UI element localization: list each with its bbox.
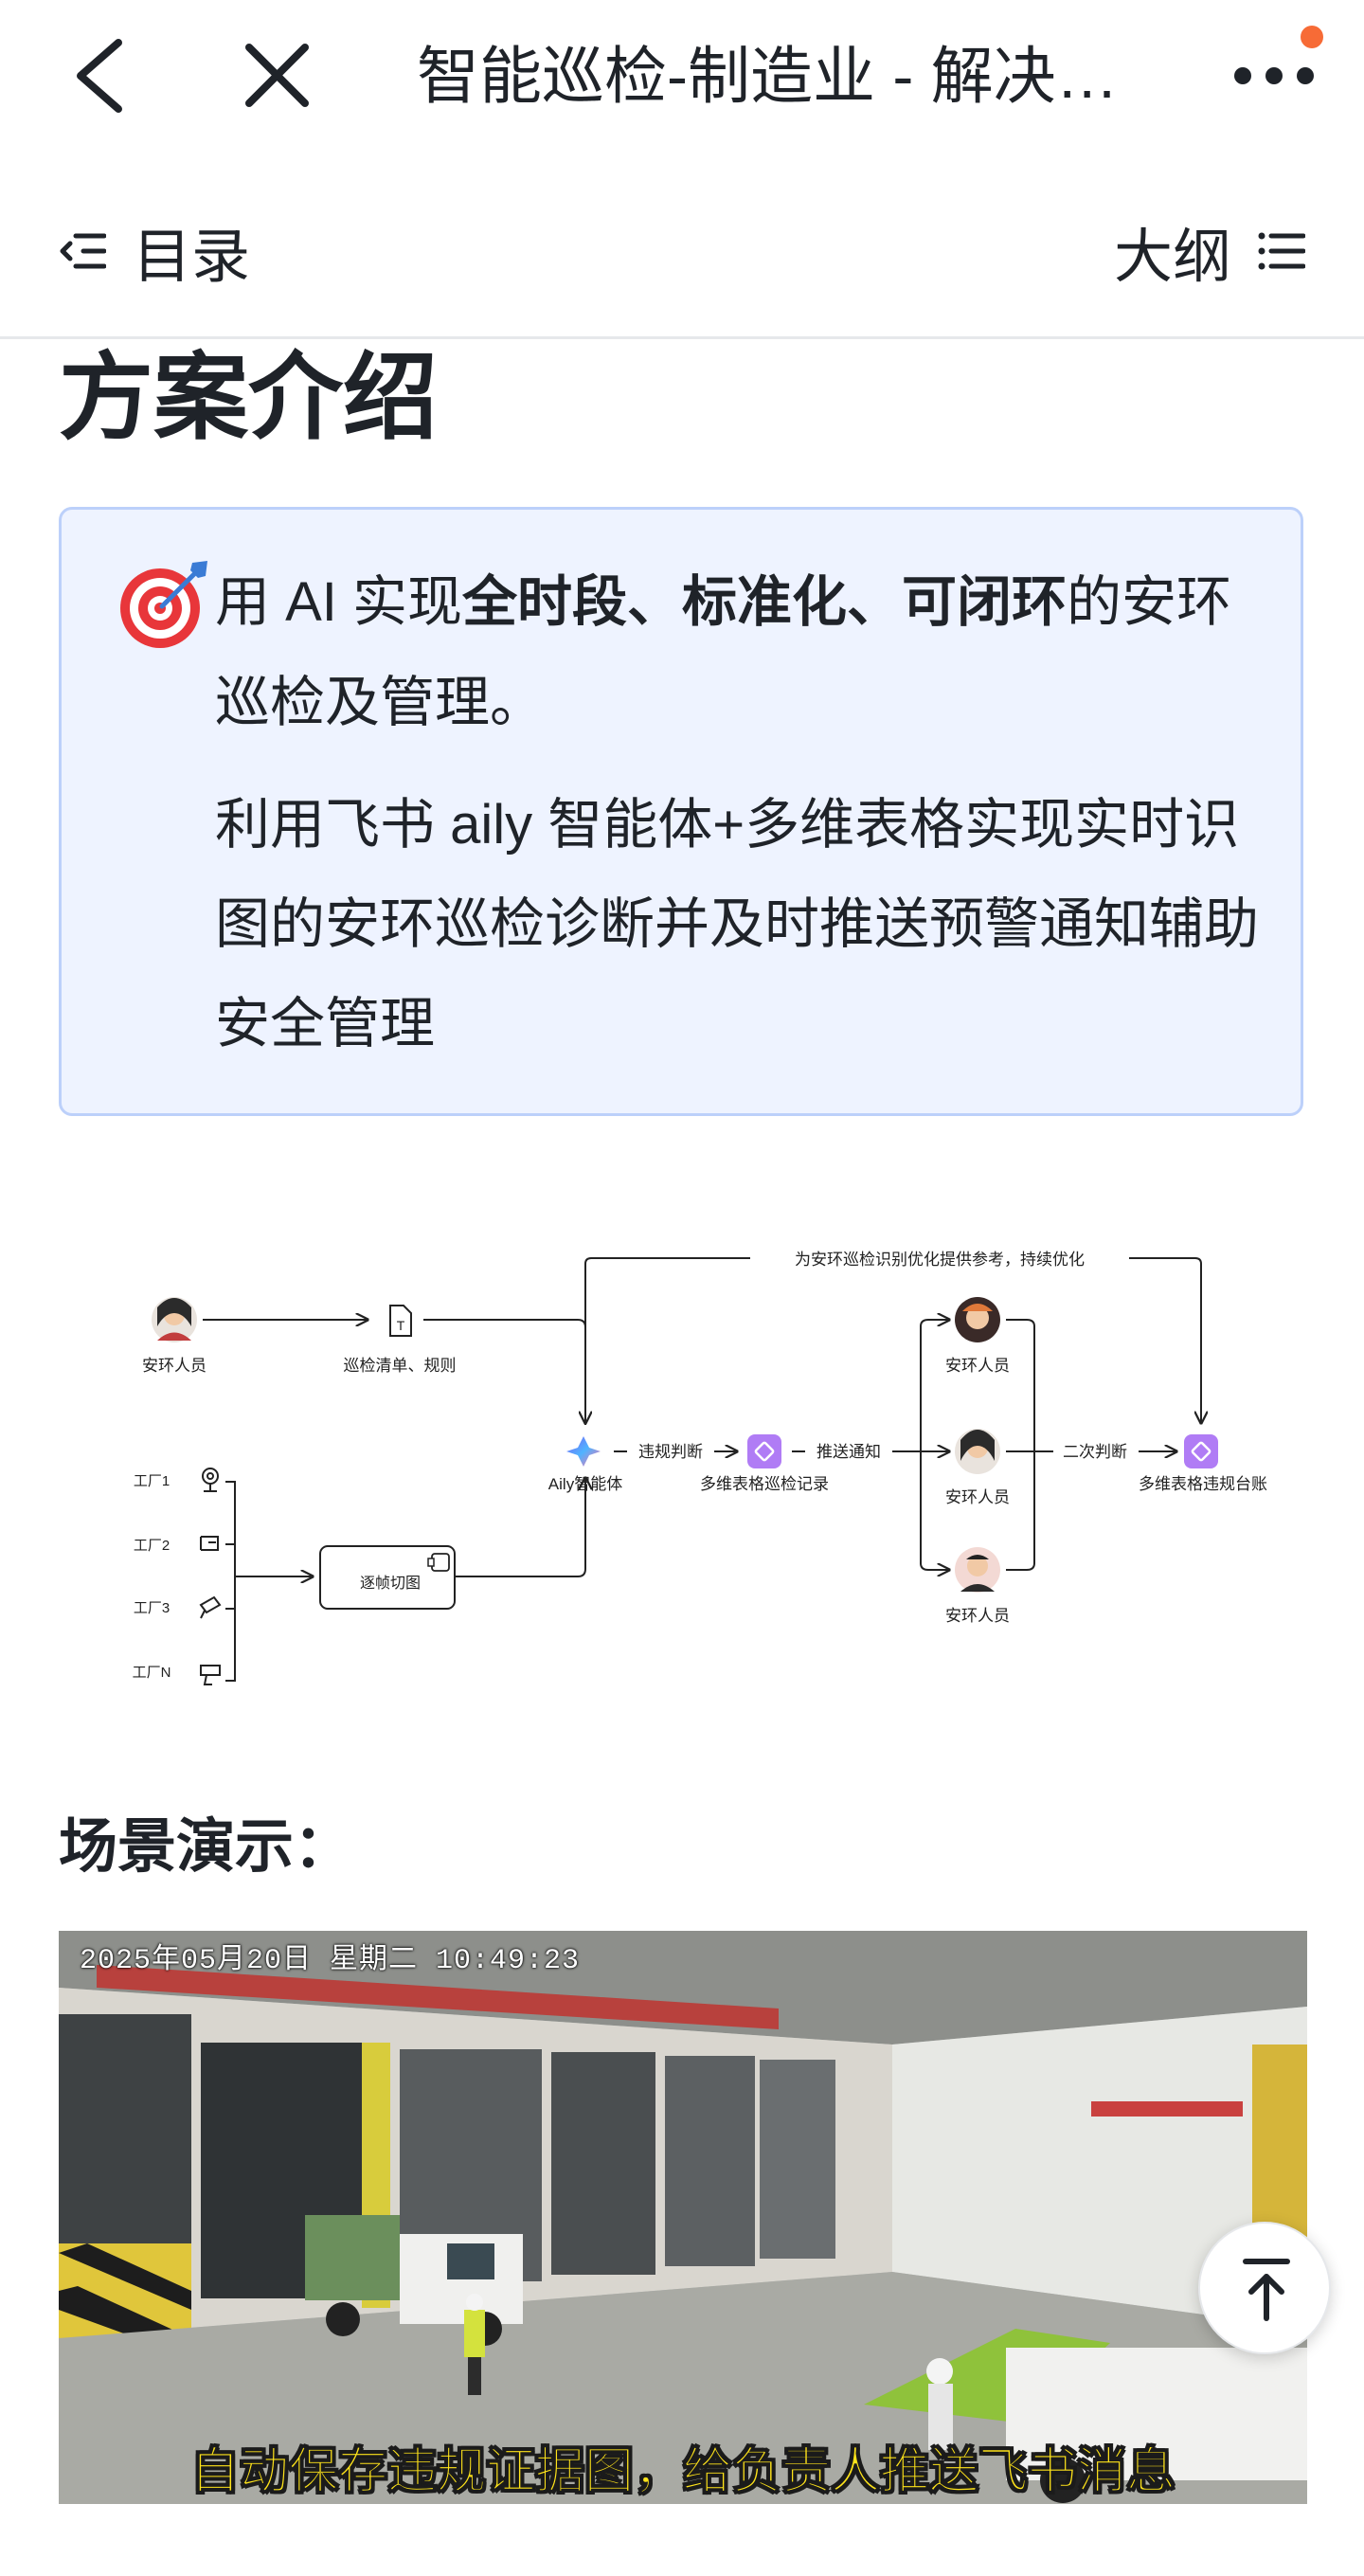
toc-label: 目录 [133,225,251,290]
doc-toolbar: 目录 大纲 [0,161,1364,339]
bitable-record-label: 多维表格巡检记录 [700,1475,829,1493]
toc-button[interactable]: 目录 [59,213,250,290]
ledger-label: 多维表格违规台账 [1139,1475,1267,1493]
outline-button[interactable]: 大纲 [1114,213,1305,290]
callout-headline: 用 AI 实现全时段、标准化、可闭环的安环巡检及管理。 [215,552,1285,753]
push-notify-label: 推送通知 [817,1443,881,1461]
demo-video[interactable]: 2025年05月20日 星期二 10:49:23 自动保存违规证据图，给负责人推… [59,1931,1307,2504]
video-subtitle: 自动保存违规证据图，给负责人推送飞书消息 [189,2444,1176,2500]
close-icon[interactable] [242,40,313,111]
svg-text:T: T [397,1318,405,1333]
violation-judge-label: 违规判断 [638,1443,703,1461]
callout-line1-bold: 全时段、标准化、可闭环 [462,571,1068,633]
video-timestamp: 2025年05月20日 星期二 10:49:23 [80,1945,581,1977]
aily-agent-icon [566,1436,601,1467]
outline-label: 大纲 [1113,225,1231,290]
top-nav-bar: 智能巡检-制造业 - 解决方案 [0,0,1364,156]
flow-diagram: 为安环巡检识别优化提供参考，持续优化 安环人员 T 巡检清单、规则 Aily智能… [133,1247,1267,1685]
feedback-line [584,1257,1201,1425]
ledger-icon [1184,1434,1218,1468]
frame-cut-label: 逐帧切图 [360,1575,421,1592]
arrow-up-to-top-icon [1243,2259,1290,2321]
responder3-label: 安环人员 [945,1607,1010,1625]
callout-line1-pre: 用 AI 实现 [215,571,463,633]
callout-block: 用 AI 实现全时段、标准化、可闭环的安环巡检及管理。 利用飞书 aily 智能… [59,507,1303,1116]
person-avatar [152,1297,197,1342]
document-icon: T [389,1305,412,1337]
indent-list-icon [60,233,106,269]
responder1-label: 安环人员 [945,1357,1010,1375]
responder2-label: 安环人员 [945,1488,1010,1506]
camera-icon [199,1468,222,1685]
responder-avatar-1 [955,1297,1000,1342]
callout-description: 利用飞书 aily 智能体+多维表格实现实时识图的安环巡检诊断并及时推送预警通知… [215,794,1260,1054]
page-title: 智能巡检-制造业 - 解决方案 [417,41,1175,111]
responder-avatar-3 [955,1547,1000,1593]
chevron-left-icon[interactable] [66,38,133,114]
demo-heading: 场景演示： [59,1814,353,1880]
back-to-top-button[interactable] [1198,2222,1331,2354]
factory3-label: 工厂3 [134,1600,170,1616]
callout-line1-post: 的安环巡检及管理。 [215,571,1232,733]
person-label: 安环人员 [142,1357,206,1375]
factory2-label: 工厂2 [134,1538,170,1554]
frame-cut-box [319,1545,456,1610]
section-heading: 方案介绍 [59,345,438,451]
factoryN-label: 工厂N [133,1665,171,1681]
second-judge-label: 二次判断 [1063,1443,1127,1461]
notification-badge [1301,26,1323,48]
target-icon [120,561,207,648]
feedback-label: 为安环巡检识别优化提供参考，持续优化 [795,1251,1085,1269]
checklist-label: 巡检清单、规则 [344,1357,457,1375]
factory-scene-image [59,1931,1307,2504]
list-icon [1258,232,1305,270]
more-icon[interactable] [1231,52,1317,99]
bitable-icon [747,1434,781,1468]
responder-avatar-2 [955,1429,1000,1474]
factory1-label: 工厂1 [134,1473,170,1489]
